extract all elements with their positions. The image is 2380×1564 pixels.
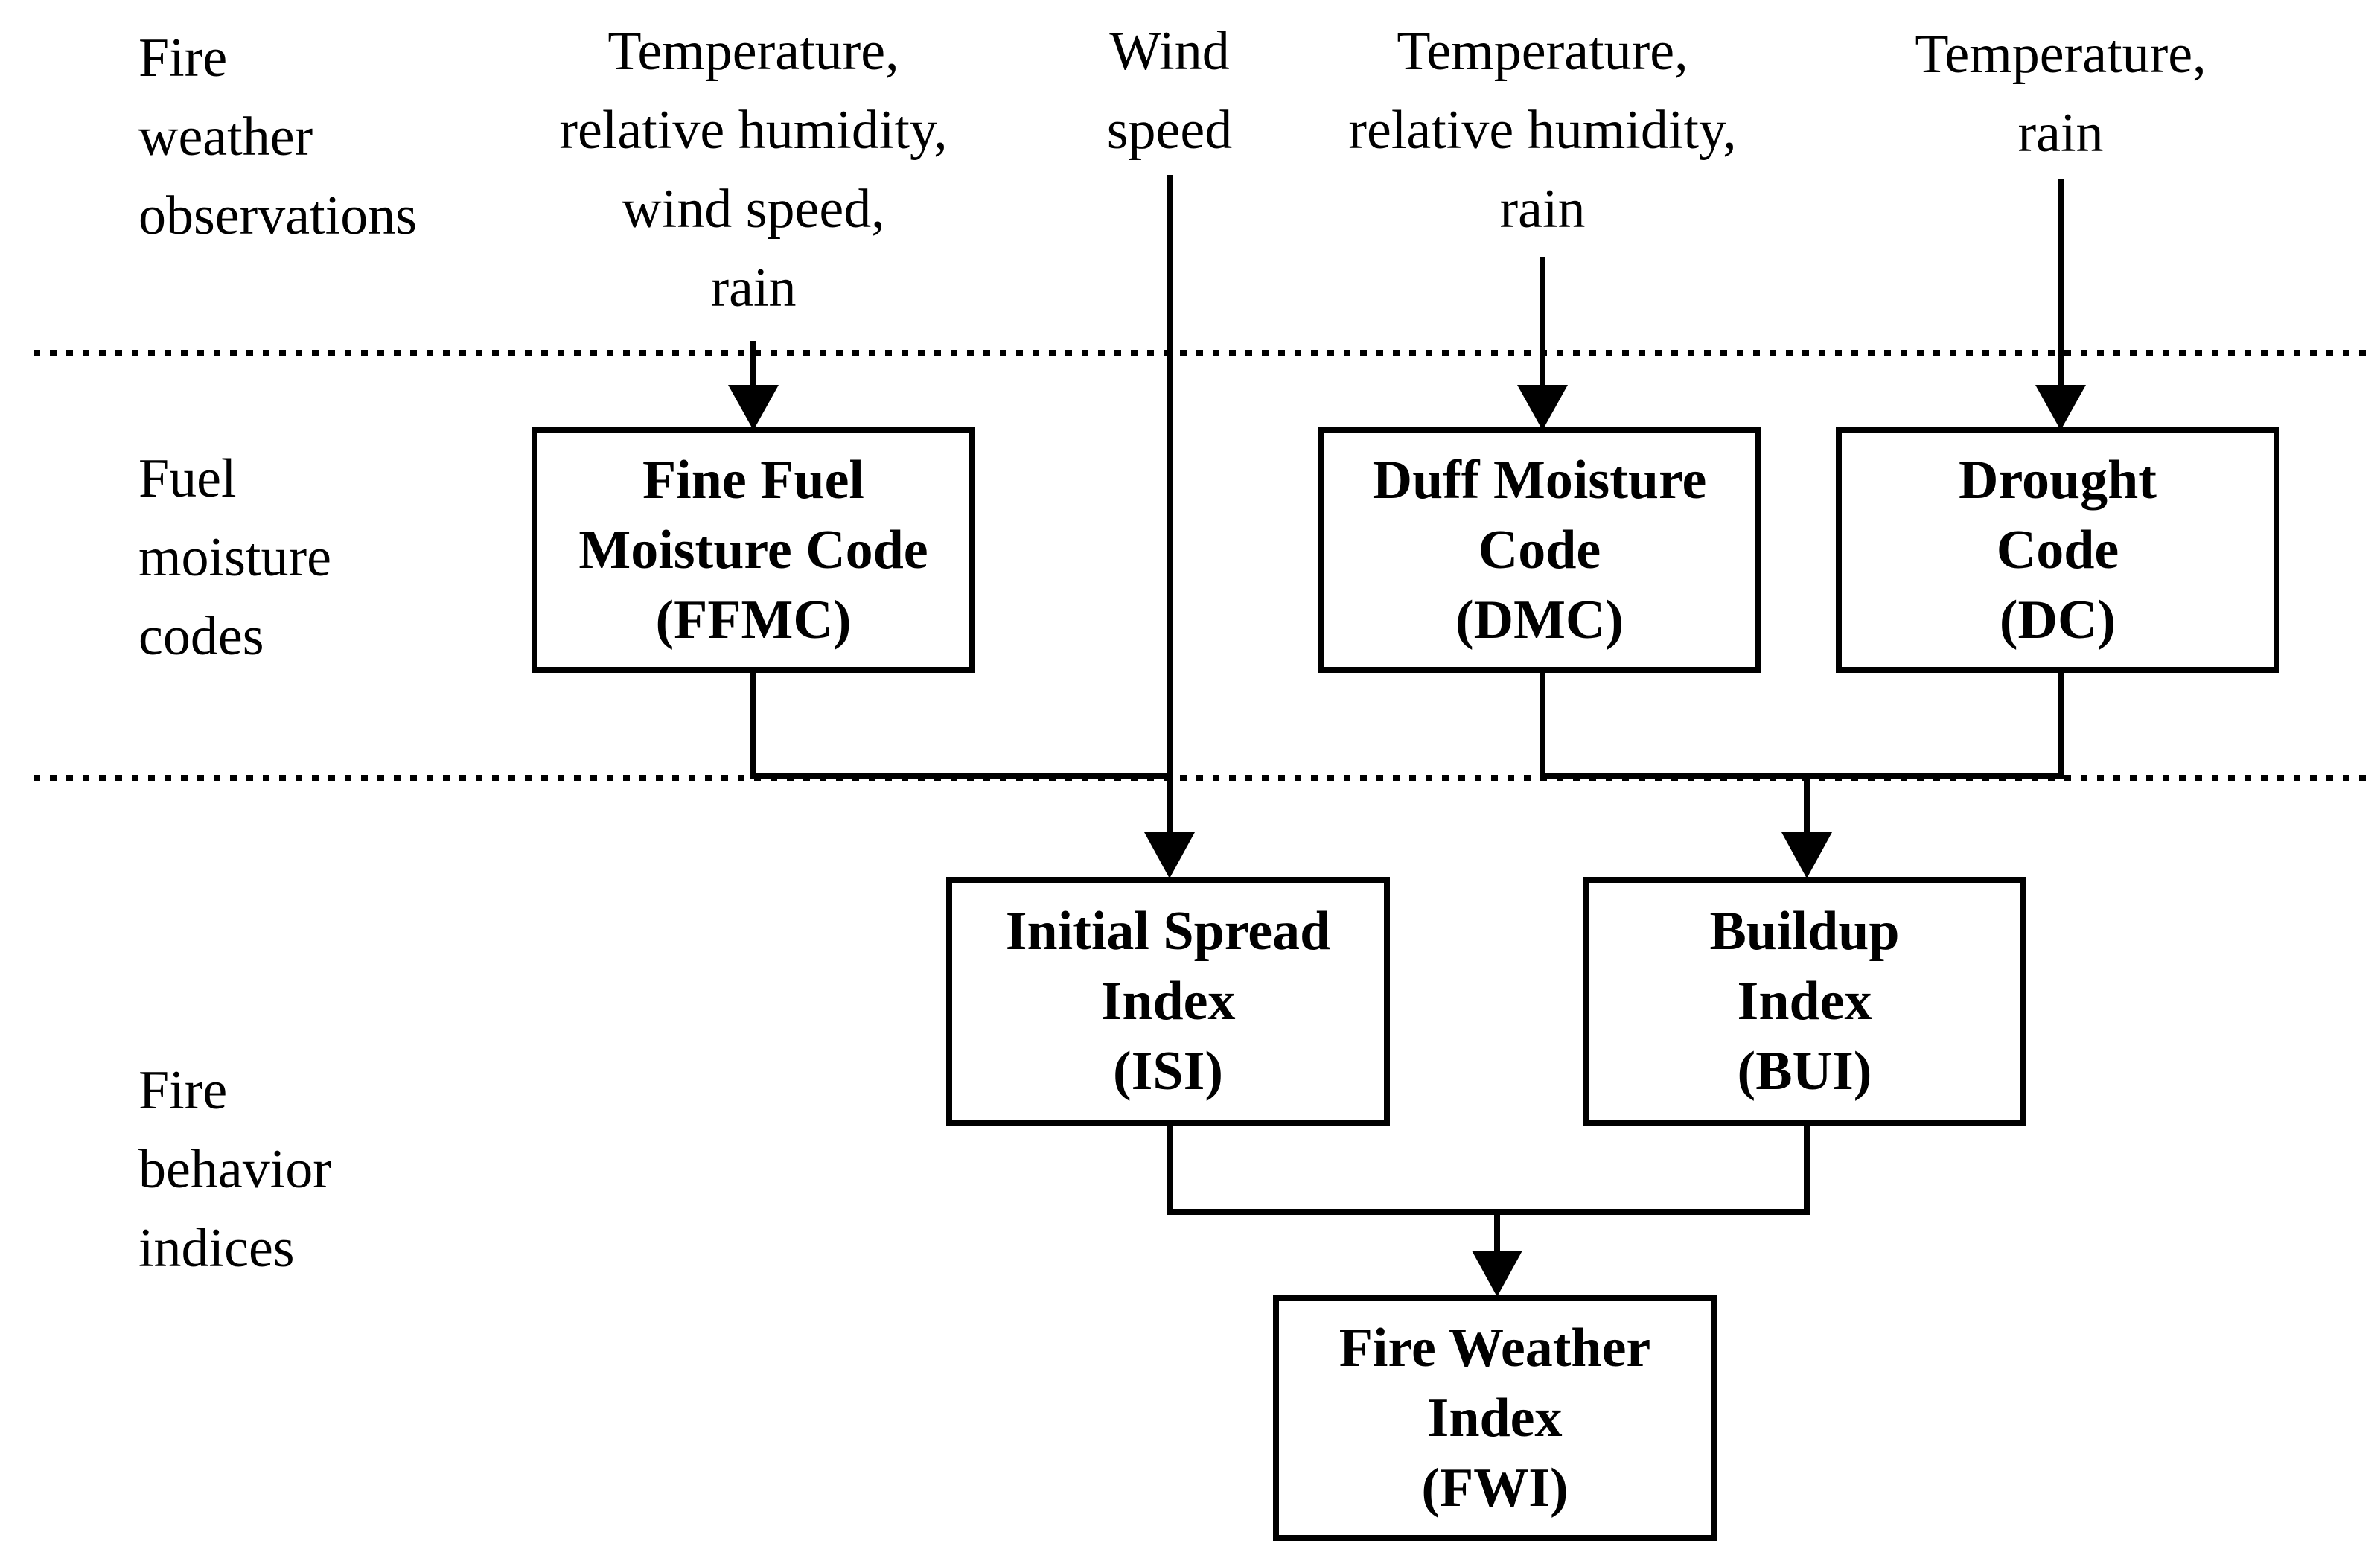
arrowhead-dc [2035, 385, 2086, 430]
tier-label-fuel-moisture: Fuel moisture codes [138, 439, 331, 676]
box-line: Index [1100, 971, 1236, 1032]
tier-line: indices [138, 1218, 295, 1279]
tier-line: behavior [138, 1139, 331, 1200]
input-line: relative humidity, [1348, 100, 1737, 161]
input-line: Temperature, [607, 21, 899, 82]
box-isi: Initial Spread Index (ISI) [946, 877, 1390, 1126]
box-line: Initial Spread [1005, 901, 1331, 962]
arrowhead-bui [1781, 832, 1832, 878]
tier-line: observations [138, 185, 418, 246]
box-dc: Drought Code (DC) [1836, 427, 2279, 673]
input-line: speed [1106, 100, 1233, 161]
box-line: (FWI) [1421, 1458, 1569, 1519]
box-line: Fine Fuel [642, 450, 864, 511]
input-line: Temperature, [1397, 21, 1688, 82]
tier-line: moisture [138, 527, 331, 588]
tier-line: weather [138, 106, 313, 167]
input-line: rain [710, 258, 797, 319]
input-line: Wind [1109, 21, 1230, 82]
input-dc-weather: Temperature, rain [1851, 15, 2271, 173]
box-line: Index [1737, 971, 1872, 1032]
arrowhead-fwi [1472, 1251, 1522, 1297]
arrowhead-dmc [1517, 385, 1568, 430]
box-line: Drought [1959, 450, 2157, 511]
input-line: relative humidity, [559, 100, 948, 161]
box-line: (BUI) [1737, 1041, 1872, 1102]
arrowhead-isi [1144, 832, 1195, 878]
box-line: Moisture Code [578, 520, 928, 581]
tier-line: Fuel [138, 448, 237, 509]
input-line: rain [2017, 103, 2104, 164]
box-line: (ISI) [1112, 1041, 1224, 1102]
box-line: Duff Moisture [1372, 450, 1707, 511]
box-line: (DC) [1999, 590, 2116, 651]
input-wind-speed: Wind speed [1050, 12, 1289, 170]
box-line: (FFMC) [655, 590, 852, 651]
tier-label-behavior: Fire behavior indices [138, 1051, 331, 1288]
tier-line: codes [138, 606, 264, 667]
connector-dmc-dc [1540, 672, 2064, 779]
box-ffmc: Fine Fuel Moisture Code (FFMC) [532, 427, 975, 673]
box-line: Buildup [1709, 901, 1900, 962]
input-line: rain [1499, 179, 1586, 240]
arrowhead-ffmc [728, 385, 779, 430]
box-line: Code [1996, 520, 2119, 581]
input-line: Temperature, [1915, 24, 2207, 85]
tier-label-observations: Fire weather observations [138, 19, 417, 255]
connector-ffmc-to-isi [750, 672, 1170, 779]
connector-isi-bui [1167, 1126, 1810, 1215]
input-line: wind speed, [622, 179, 885, 240]
tier-line: Fire [138, 1060, 228, 1121]
box-dmc: Duff Moisture Code (DMC) [1318, 427, 1761, 673]
box-bui: Buildup Index (BUI) [1583, 877, 2026, 1126]
box-fwi: Fire Weather Index (FWI) [1273, 1295, 1717, 1541]
box-line: Fire Weather [1339, 1318, 1651, 1379]
input-dmc-weather: Temperature, relative humidity, rain [1295, 12, 1790, 249]
input-ffmc-weather: Temperature, relative humidity, wind spe… [506, 12, 1001, 328]
box-line: (DMC) [1455, 590, 1624, 651]
box-line: Code [1478, 520, 1601, 581]
tier-line: Fire [138, 28, 228, 89]
box-line: Index [1427, 1388, 1563, 1449]
